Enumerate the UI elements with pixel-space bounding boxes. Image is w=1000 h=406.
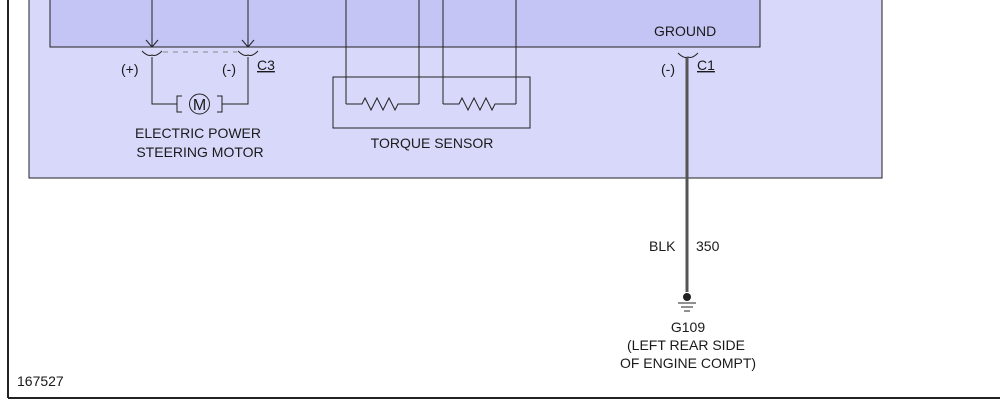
wire-circuit-number: 350 bbox=[696, 238, 720, 254]
torque-sensor-resistor-1 bbox=[345, 0, 420, 112]
torque-sensor-label: TORQUE SENSOR bbox=[371, 135, 494, 151]
motor-label-line2: STEERING MOTOR bbox=[136, 144, 263, 160]
figure-id: 167527 bbox=[17, 373, 64, 389]
ground-location-line1: (LEFT REAR SIDE bbox=[627, 337, 745, 353]
module-inner-block bbox=[49, 0, 761, 48]
c1-connector-terminal bbox=[677, 52, 699, 58]
motor-feed-wires bbox=[145, 0, 255, 48]
c3-positive-label: (+) bbox=[121, 61, 139, 77]
ground-point-id: G109 bbox=[671, 319, 705, 335]
torque-sensor-box bbox=[332, 76, 531, 129]
ground-location-line2: OF ENGINE COMPT) bbox=[620, 355, 756, 371]
ground-label: GROUND bbox=[654, 23, 716, 39]
c1-negative-label: (-) bbox=[661, 61, 675, 77]
motor-symbol-letter: M bbox=[193, 97, 206, 114]
ground-symbol-icon bbox=[678, 293, 696, 312]
motor-symbol bbox=[176, 93, 223, 115]
wire-color-code: BLK bbox=[649, 238, 676, 254]
c1-connector-id: C1 bbox=[697, 57, 715, 73]
motor-label-line1: ELECTRIC POWER bbox=[135, 125, 261, 141]
torque-sensor-resistor-2 bbox=[442, 0, 517, 112]
c3-negative-label: (-) bbox=[222, 61, 236, 77]
motor-circuit-wires bbox=[151, 57, 249, 105]
c3-connector-id: C3 bbox=[257, 57, 275, 73]
c3-connector-terminals bbox=[141, 50, 259, 56]
